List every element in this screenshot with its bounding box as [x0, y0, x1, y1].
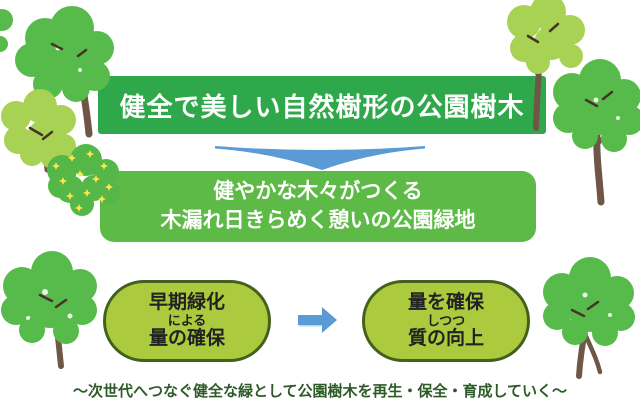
vision-box: 健やかな木々がつくる 木漏れ日きらめく憩いの公園緑地 [100, 171, 536, 242]
tagline: ～次世代へつなぐ健全な緑として公園樹木を再生・保全・育成していく～ [0, 380, 640, 401]
right-pill-line-3: 質の向上 [407, 328, 484, 350]
down-arrow-icon [215, 146, 425, 170]
main-goal-text: 健全で美しい自然樹形の公園樹木 [119, 91, 525, 122]
right-pill-line-1: 量を確保 [407, 291, 484, 313]
right-arrow-icon [298, 307, 337, 333]
left-pill-line-1: 早期緑化 [148, 291, 225, 313]
right-pill-line-2: しつつ [426, 312, 466, 328]
vision-line-1: 健やかな木々がつくる [213, 180, 423, 204]
quality-improvement-pill: 量を確保 しつつ 質の向上 [362, 280, 530, 362]
main-goal-banner: 健全で美しい自然樹形の公園樹木 [98, 76, 546, 134]
early-greening-pill: 早期緑化 による 量の確保 [103, 280, 271, 362]
left-pill-line-2: による [167, 312, 207, 328]
tagline-text: ～次世代へつなぐ健全な緑として公園樹木を再生・保全・育成していく～ [72, 383, 568, 400]
vision-line-2: 木漏れ日きらめく憩いの公園緑地 [160, 208, 476, 232]
left-pill-line-3: 量の確保 [148, 328, 225, 350]
